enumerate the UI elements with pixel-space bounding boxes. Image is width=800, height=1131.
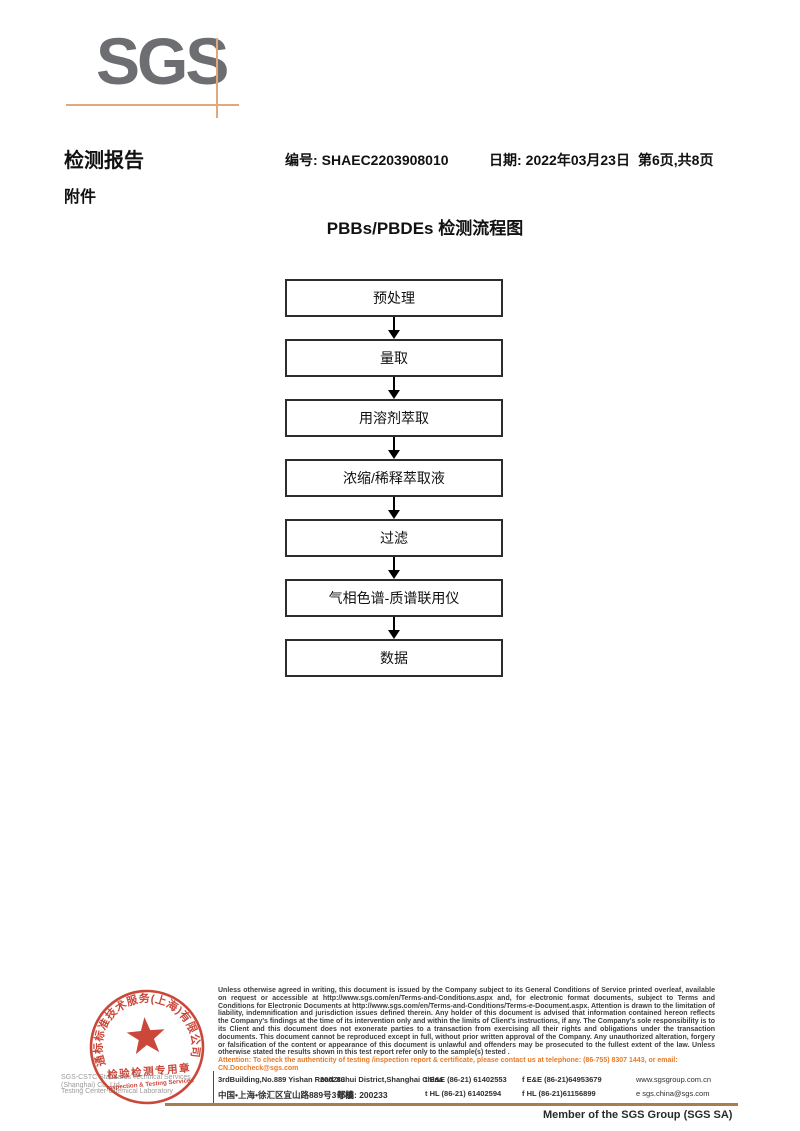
flow-arrow-down-icon — [285, 377, 503, 399]
fax-ee: f E&E (86-21)64953679 — [522, 1075, 602, 1084]
report-date-label: 日期: — [489, 152, 522, 168]
flow-arrow-down-icon — [285, 317, 503, 339]
flow-arrow-down-icon — [285, 557, 503, 579]
tel-ee: t E&E (86-21) 61402553 — [425, 1075, 507, 1084]
email: e sgs.china@sgs.com — [636, 1089, 710, 1098]
logo-crosshair-vline — [216, 38, 218, 118]
sgs-logo: SGS — [96, 24, 229, 98]
website: www.sgsgroup.com.cn — [636, 1075, 712, 1084]
report-number-value: SHAEC2203908010 — [321, 152, 449, 168]
flow-arrow-down-icon — [285, 497, 503, 519]
flow-arrow-down-icon — [285, 437, 503, 459]
address-divider — [213, 1071, 214, 1104]
stamp-star-icon — [126, 1017, 165, 1055]
attention-text: Attention: To check the authenticity of … — [218, 1057, 678, 1072]
flow-step-concentrate-dilute: 浓缩/稀释萃取液 — [285, 459, 503, 497]
postcode-en: 200233 — [320, 1075, 346, 1084]
address-cn: 中国•上海•徐汇区宜山路889号3号楼 — [218, 1090, 354, 1100]
report-number: 编号:SHAEC2203908010 — [285, 150, 449, 170]
company-name-en: SGS-CSTC Standards Technical Services (S… — [61, 1074, 191, 1089]
tel-hl: t HL (86-21) 61402594 — [425, 1089, 502, 1098]
report-date: 日期:2022年03月23日 — [489, 150, 630, 170]
flow-step-measure: 量取 — [285, 339, 503, 377]
logo-crosshair-hline — [66, 104, 239, 106]
member-note: Member of the SGS Group (SGS SA) — [543, 1109, 733, 1121]
attachment-label: 附件 — [64, 189, 97, 206]
flow-step-solvent-extraction: 用溶剂萃取 — [285, 399, 503, 437]
stamp-ring — [89, 989, 205, 1105]
flow-step-pretreatment: 预处理 — [285, 279, 503, 317]
disclaimer-text: Unless otherwise agreed in writing, this… — [218, 987, 715, 1057]
postcode-cn: 邮编: 200233 — [337, 1090, 388, 1100]
footer-rule — [165, 1103, 738, 1106]
report-date-value: 2022年03月23日 — [525, 152, 630, 168]
flowchart: 预处理 量取 用溶剂萃取 浓缩/稀释萃取液 过滤 气相色谱-质谱联用仪 数据 — [285, 279, 503, 677]
fax-hl: f HL (86-21)61156899 — [522, 1089, 596, 1098]
flow-step-gcms: 气相色谱-质谱联用仪 — [285, 579, 503, 617]
flowchart-title: PBBs/PBDEs 检测流程图 — [326, 219, 524, 238]
report-title: 检测报告 — [64, 150, 144, 172]
address-en: 3rdBuilding,No.889 Yishan Road Xuhui Dis… — [218, 1075, 444, 1084]
flow-step-data: 数据 — [285, 639, 503, 677]
page-indicator: 第6页,共8页 — [638, 152, 714, 168]
company-lab-line: Testing Center-Chemical Laboratory — [61, 1088, 174, 1095]
inspection-stamp: 通标标准技术服务(上海)有限公司 检验检测专用章 Inspection & Te… — [86, 986, 205, 1105]
flow-arrow-down-icon — [285, 617, 503, 639]
flow-step-filter: 过滤 — [285, 519, 503, 557]
report-number-label: 编号: — [285, 152, 318, 168]
